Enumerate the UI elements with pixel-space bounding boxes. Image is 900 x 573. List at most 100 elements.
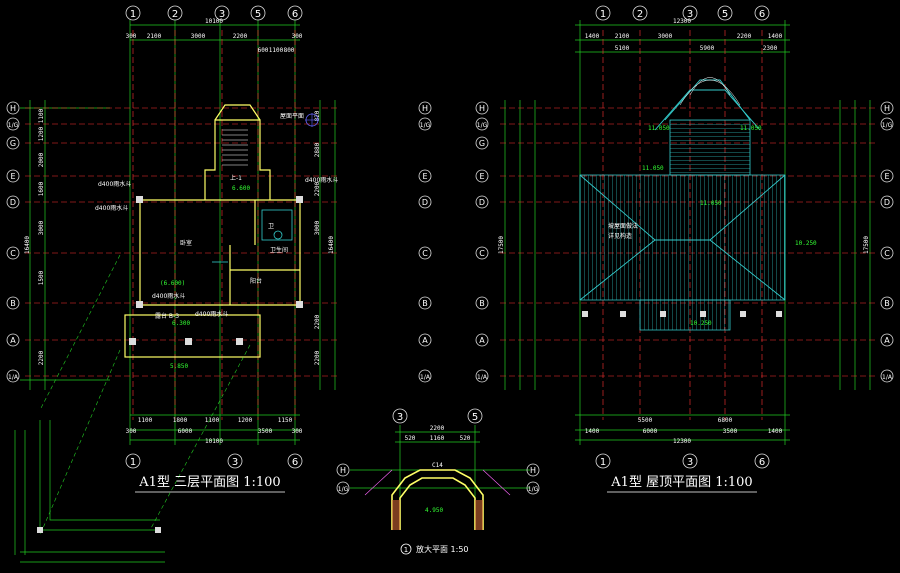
axis-label: H xyxy=(884,104,890,113)
dim-text: 2300 xyxy=(763,45,778,52)
dim-text: 2200 xyxy=(314,314,321,329)
right-col-axis-bubbles: 1 2 3 5 6 1 3 6 xyxy=(595,5,770,469)
axis-label: 5 xyxy=(722,9,728,20)
elevation: 11.050 xyxy=(642,165,664,172)
axis-label: 1 xyxy=(130,9,136,20)
dim-text: 2200 xyxy=(314,181,321,196)
axis-label: 6 xyxy=(759,457,765,468)
dim-text: 6000 xyxy=(178,428,193,435)
axis-label: 1/G xyxy=(420,122,431,129)
dim-text: 1600 xyxy=(38,181,45,196)
axis-label: C xyxy=(479,249,485,258)
axis-label: D xyxy=(479,198,485,207)
roof-tag: 屋面平面 xyxy=(280,113,304,120)
note-text: d400雨水斗 xyxy=(152,292,185,300)
axis-label: 2 xyxy=(172,9,178,20)
dim-total-top: 10100 xyxy=(205,18,223,25)
dim-text: 5900 xyxy=(700,45,715,52)
axis-label: 1/G xyxy=(8,122,19,129)
dim-text: 1160 xyxy=(430,435,445,442)
axis-label: 1/G xyxy=(338,486,349,493)
dim-total-right: 16400 xyxy=(328,236,335,254)
axis-label: G xyxy=(479,139,485,148)
axis-label: A xyxy=(479,336,485,345)
tag-text: C14 xyxy=(432,462,443,469)
elevation: 10.250 xyxy=(795,240,817,247)
elevation: 5.850 xyxy=(170,363,188,370)
dim-text: 3000 xyxy=(38,220,45,235)
axis-label: H xyxy=(340,466,346,475)
elevation: 11.050 xyxy=(740,125,762,132)
dim-text: 1200 xyxy=(38,126,45,141)
dim-text: 1400 xyxy=(585,428,600,435)
left-col-axis-bubbles-bottom: 1 3 6 xyxy=(125,453,303,469)
detail-marker-icon xyxy=(400,543,412,555)
axis-label: H xyxy=(422,104,428,113)
dim-text: 1100 xyxy=(138,417,153,424)
axis-label: 5 xyxy=(255,9,261,20)
dim-text: 2200 xyxy=(737,33,752,40)
dim-text: 3000 xyxy=(191,33,206,40)
elevation: 4.950 xyxy=(425,507,443,514)
dim-text: 520 xyxy=(460,435,471,442)
axis-label: 1 xyxy=(600,9,606,20)
dim-text: 300 xyxy=(292,33,303,40)
detail-number: 1 xyxy=(404,546,408,554)
axis-label: 1/G xyxy=(528,486,539,493)
axis-label: G xyxy=(10,139,16,148)
axis-label: 3 xyxy=(687,9,693,20)
dim-text: 1100 xyxy=(205,417,220,424)
axis-label: 3 xyxy=(219,9,225,20)
dim-text: 2200 xyxy=(233,33,248,40)
axis-label: A xyxy=(884,336,890,345)
room-label: 露台 B-3 xyxy=(155,312,179,320)
elevation: 6.300 xyxy=(172,320,190,327)
dim-text: 820 xyxy=(314,110,321,121)
room-label: 卧室 xyxy=(180,239,192,247)
axis-label: H xyxy=(10,104,16,113)
axis-label: C xyxy=(422,249,428,258)
axis-label: 1 xyxy=(600,457,606,468)
enlarged-plan: 3 5 H 1/G H 1/G 2200 520 1160 520 C14 4.… xyxy=(336,408,540,555)
roof-title: A1型 屋顶平面图 1:100 xyxy=(610,475,752,490)
note-text: d400雨水斗 xyxy=(95,204,128,212)
dim-text: 800 xyxy=(284,47,295,54)
axis-label: A xyxy=(10,336,16,345)
note-text: d400雨水斗 xyxy=(98,180,131,188)
axis-label: 1/A xyxy=(882,374,893,381)
left-row-axis-bubbles-right: H 1/G E D C B A 1/A xyxy=(418,101,432,383)
axis-label: E xyxy=(422,172,427,181)
note-text: 坡屋面做法 xyxy=(608,222,638,230)
dim-text: 5100 xyxy=(615,45,630,52)
dim-text: 1100 xyxy=(269,47,284,54)
dim-text: 1100 xyxy=(38,108,45,123)
axis-label: 1/G xyxy=(477,122,488,129)
axis-label: C xyxy=(884,249,890,258)
dim-text: 1400 xyxy=(585,33,600,40)
axis-label: E xyxy=(884,172,889,181)
elevation: (6.600) xyxy=(160,280,185,287)
dim-text: 3500 xyxy=(723,428,738,435)
right-row-axis-bubbles: H 1/G G E D C B A 1/A H 1/G E D C B A 1/… xyxy=(475,101,894,383)
dim-text: 520 xyxy=(405,435,416,442)
axis-label: H xyxy=(530,466,536,475)
dim-text: 2100 xyxy=(147,33,162,40)
room-label: 阳台 xyxy=(250,277,262,285)
axis-label: 1/G xyxy=(882,122,893,129)
dim-total-bottom: 10100 xyxy=(205,438,223,445)
room-label: 卫生间 xyxy=(270,246,288,254)
stair-label: 上-1 xyxy=(230,174,242,182)
elevation: 11.050 xyxy=(700,200,722,207)
axis-label: 6 xyxy=(292,9,298,20)
dim-text: 5500 xyxy=(638,417,653,424)
dim-text: 300 xyxy=(126,33,137,40)
dim-text: 6800 xyxy=(718,417,733,424)
dim-text: 1800 xyxy=(173,417,188,424)
dim-total-right: 17500 xyxy=(863,236,870,254)
axis-label: 6 xyxy=(292,457,298,468)
left-row-axis-bubbles: H 1/G G E D C B A 1/A xyxy=(6,101,20,383)
dim-total-bottom: 12300 xyxy=(673,438,691,445)
axis-label: 3 xyxy=(232,457,238,468)
